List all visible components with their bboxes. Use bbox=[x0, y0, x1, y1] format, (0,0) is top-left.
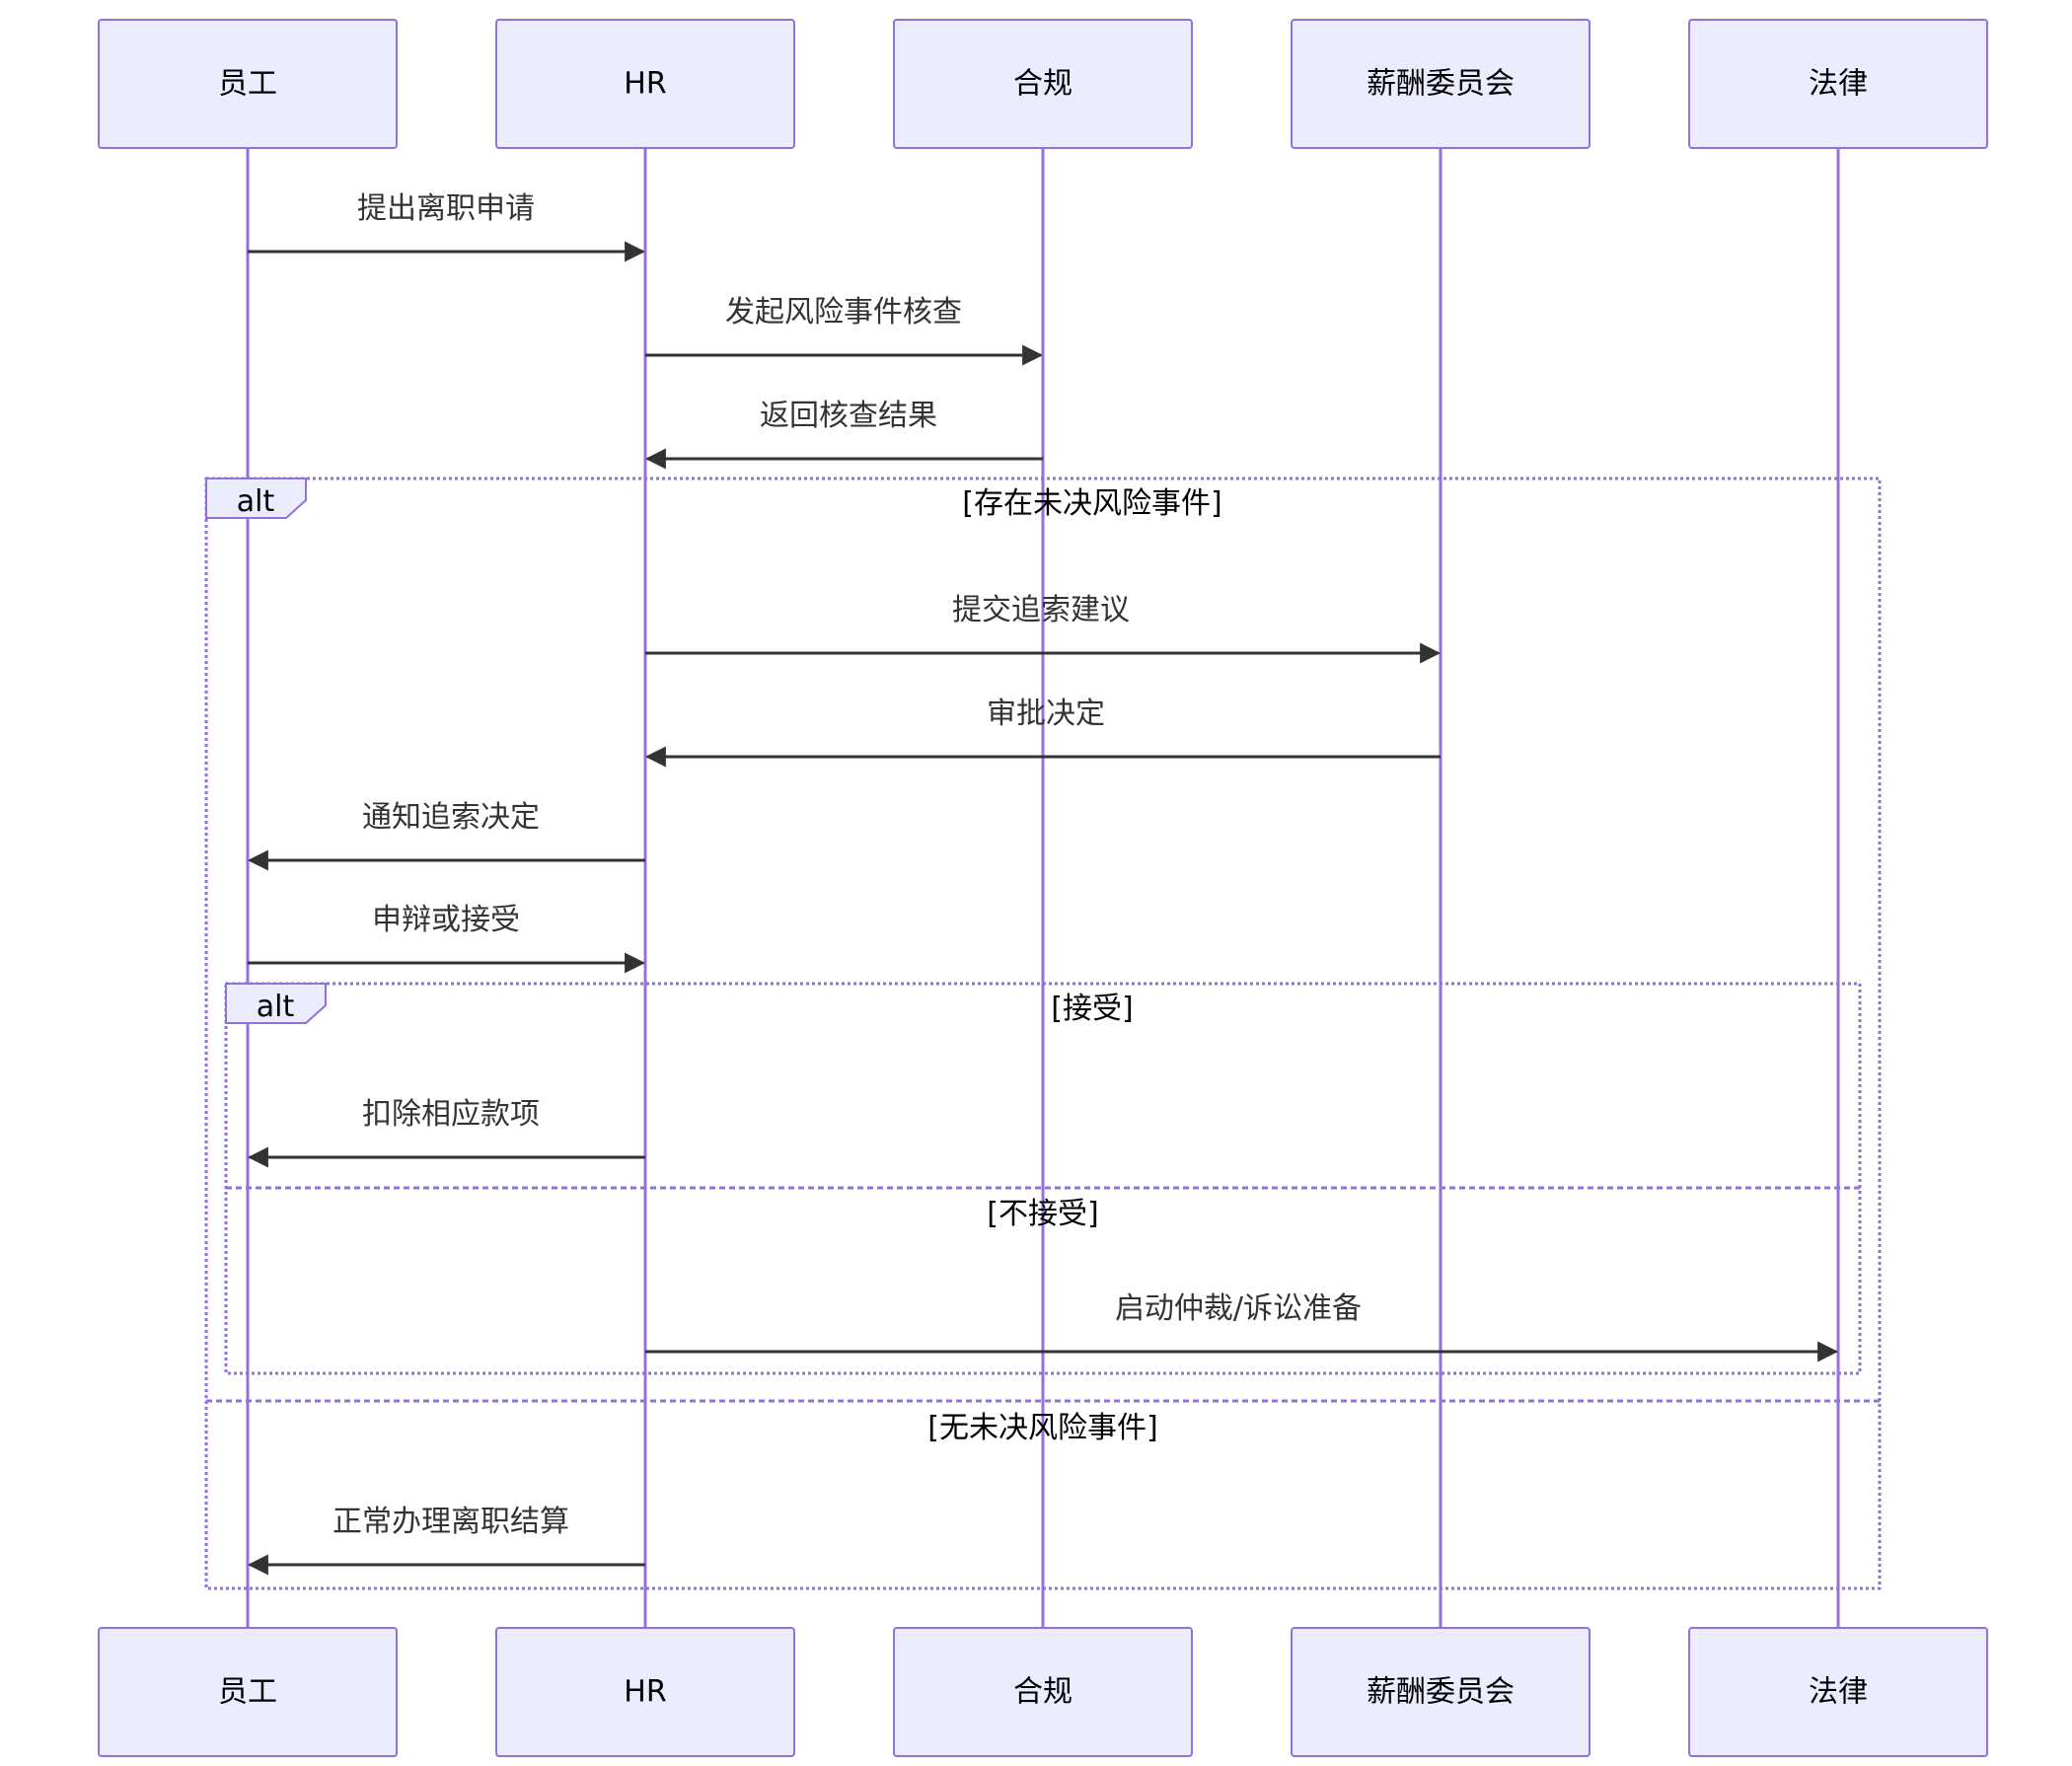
messages: 提出离职申请 发起风险事件核查 返回核查结果 提交追索建议 审批决定 通知追索决… bbox=[247, 191, 1839, 1576]
alt-condition-reject: [不接受] bbox=[987, 1197, 1098, 1231]
alt-label-outer: alt bbox=[237, 484, 275, 519]
actor-box-legal bbox=[1688, 19, 1988, 149]
actor-box-comp-committee bbox=[1291, 19, 1591, 149]
actor-label-employee-bottom: 员工 bbox=[218, 1675, 277, 1710]
message-label: 提出离职申请 bbox=[357, 191, 535, 226]
actors-top: 员工 HR 合规 薪酬委员会 法律 bbox=[98, 19, 1988, 149]
alt-condition-none: [无未决风险事件] bbox=[927, 1411, 1157, 1445]
actor-label-comp-committee: 薪酬委员会 bbox=[1367, 67, 1515, 102]
actor-label-employee: 员工 bbox=[218, 67, 277, 102]
actor-label-compliance-bottom: 合规 bbox=[1013, 1675, 1073, 1710]
alt-label-box-inner bbox=[225, 983, 327, 1024]
message-label: 返回核查结果 bbox=[760, 399, 937, 433]
alt-fragment-outer: alt [存在未决风险事件] [无未决风险事件] bbox=[204, 477, 1882, 1590]
actor-box-comp-committee-bottom bbox=[1291, 1627, 1591, 1757]
message-label: 发起风险事件核查 bbox=[725, 295, 962, 330]
alt-frame-outer bbox=[204, 477, 1882, 1590]
alt-label-inner: alt bbox=[257, 990, 295, 1024]
alt-label-box-outer bbox=[205, 478, 307, 519]
actor-box-legal-bottom bbox=[1688, 1627, 1988, 1757]
actor-label-compliance: 合规 bbox=[1013, 67, 1073, 102]
actor-box-hr bbox=[495, 19, 795, 149]
actor-box-compliance-bottom bbox=[893, 1627, 1193, 1757]
actor-label-comp-committee-bottom: 薪酬委员会 bbox=[1367, 1675, 1515, 1710]
message-label: 申辩或接受 bbox=[372, 903, 520, 937]
message-label: 正常办理离职结算 bbox=[333, 1505, 569, 1539]
alt-fragment-inner: alt [接受] [不接受] bbox=[224, 982, 1862, 1375]
message-label: 扣除相应款项 bbox=[362, 1097, 540, 1132]
actor-box-hr-bottom bbox=[495, 1627, 795, 1757]
actor-box-employee-bottom bbox=[98, 1627, 398, 1757]
alt-condition-unresolved: [存在未决风险事件] bbox=[962, 486, 1221, 521]
actor-label-legal-bottom: 法律 bbox=[1809, 1675, 1868, 1710]
actor-box-employee bbox=[98, 19, 398, 149]
message-label: 通知追索决定 bbox=[362, 800, 540, 835]
alt-frame-inner bbox=[224, 982, 1862, 1375]
actor-label-hr: HR bbox=[624, 67, 666, 102]
message-label: 提交追索建议 bbox=[952, 593, 1130, 627]
actor-label-legal: 法律 bbox=[1809, 67, 1868, 102]
message-label: 审批决定 bbox=[987, 697, 1105, 731]
lifelines bbox=[246, 148, 1840, 1628]
message-label: 启动仲裁/诉讼准备 bbox=[1115, 1291, 1362, 1326]
actors-bottom: 员工 HR 合规 薪酬委员会 法律 bbox=[98, 1627, 1988, 1757]
actor-label-hr-bottom: HR bbox=[624, 1675, 666, 1710]
actor-box-compliance bbox=[893, 19, 1193, 149]
alt-condition-accept: [接受] bbox=[1051, 992, 1133, 1026]
